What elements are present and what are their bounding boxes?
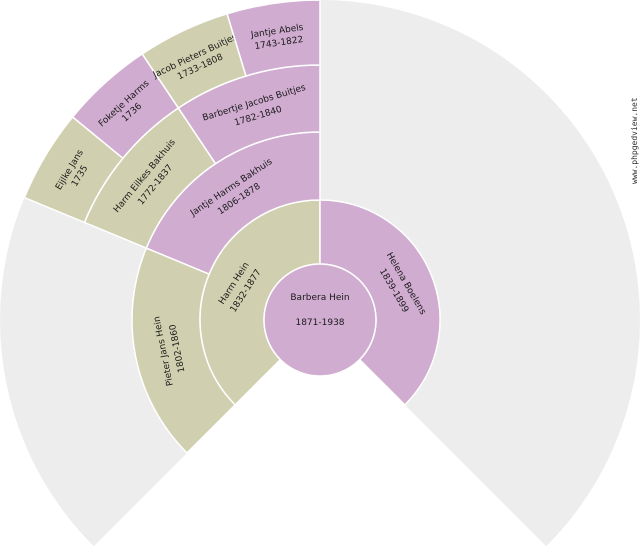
person-segment[interactable]: Helena Boelens1839-1899 <box>319 199 441 406</box>
root-name: Barbera Hein <box>290 293 349 303</box>
watermark: www.phpgedview.net <box>630 97 639 184</box>
root-person[interactable]: Barbera Hein 1871-1938 <box>263 263 377 377</box>
person-segment[interactable]: Jacob Pieters Buitjes1733-1808 <box>141 12 247 110</box>
root-dates: 1871-1938 <box>295 318 344 328</box>
person-segment[interactable]: Jantje Harms Bakhuis1806-1878 <box>145 131 321 276</box>
person-segment[interactable]: Harm Hein1832-1877 <box>199 199 321 406</box>
person-segment[interactable]: Pieter Jans Hein1802-1860 <box>131 247 237 454</box>
person-segment[interactable]: Barbertje Jacobs Buitjes1782-1840 <box>177 64 321 165</box>
root-label: Barbera Hein 1871-1938 <box>290 293 349 328</box>
person-segment[interactable]: Jantje Abels1743-1822 <box>226 0 321 77</box>
segment-shape[interactable] <box>226 0 321 77</box>
root-circle[interactable] <box>263 263 377 377</box>
person-segment[interactable]: Harm Eilkes Bakhuis1772-1837 <box>83 106 217 250</box>
person-segment[interactable]: Foketje Harms1736 <box>71 52 180 160</box>
